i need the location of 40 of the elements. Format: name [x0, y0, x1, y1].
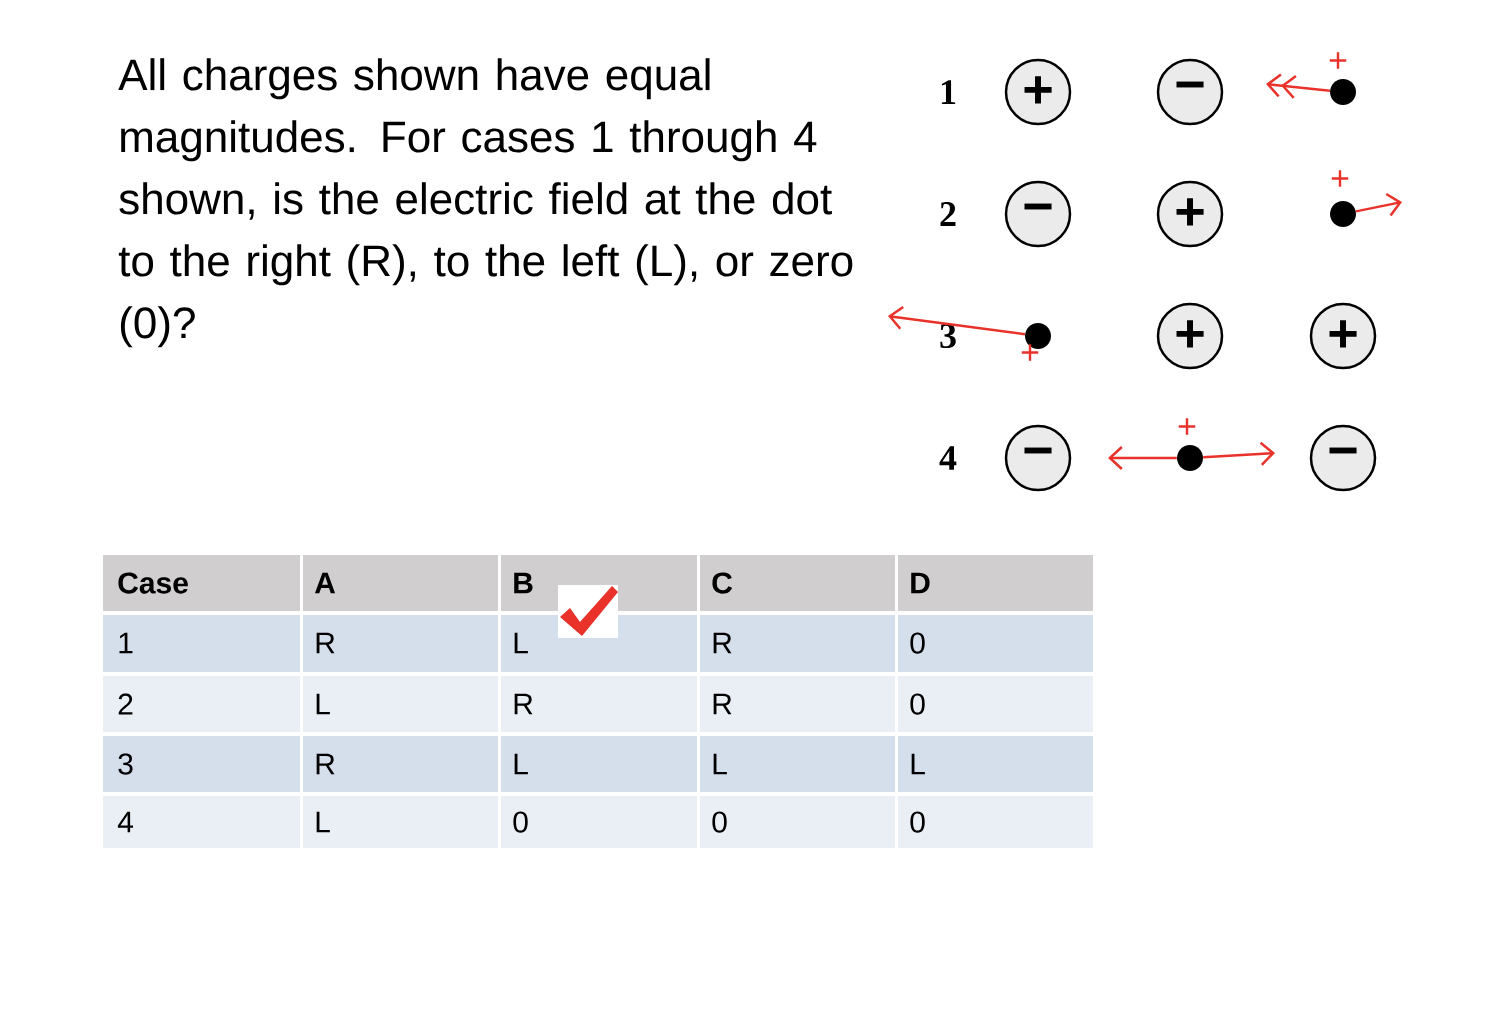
table-cell: 2	[103, 676, 300, 732]
table-cell: 4	[103, 796, 300, 848]
table-cell: 0	[898, 796, 1093, 848]
table-header-cell: C	[700, 555, 895, 611]
field-arrow	[888, 305, 1026, 336]
plus-mark: +	[1331, 170, 1349, 187]
dot	[1330, 201, 1356, 227]
field-arrow	[1266, 73, 1330, 99]
case-number: 2	[940, 202, 956, 226]
table-cell: 3	[103, 736, 300, 792]
field-arrow	[1203, 441, 1275, 466]
table-cell: R	[501, 676, 697, 732]
table-cell: R	[700, 676, 895, 732]
table-cell: L	[501, 736, 697, 792]
table-header-cell: Case	[103, 555, 300, 611]
table-cell: 1	[103, 615, 300, 672]
case-number: 1	[941, 80, 956, 104]
table-cell: 0	[898, 615, 1093, 672]
dot	[1177, 445, 1203, 471]
table-cell: L	[303, 676, 498, 732]
table-header-cell: D	[898, 555, 1093, 611]
plus-mark: +	[1021, 344, 1039, 361]
field-arrow	[1108, 446, 1177, 470]
table-cell: 0	[501, 796, 697, 848]
table-cell: L	[700, 736, 895, 792]
table-cell: R	[303, 736, 498, 792]
case-number: 3	[940, 323, 956, 349]
table-cell: R	[303, 615, 498, 672]
table-cell: L	[898, 736, 1093, 792]
question-text: All charges shown have equal magnitudes. For cases 1 through 4 shown, is the electric field at the dot to the right (R), to the left (L), or zero (0)?	[118, 58, 853, 348]
plus-mark: +	[1329, 52, 1347, 69]
case-number: 4	[939, 446, 957, 470]
field-arrow	[1355, 192, 1402, 217]
table-cell: R	[700, 615, 895, 672]
table-cell: 0	[898, 676, 1093, 732]
table-cell: 0	[700, 796, 895, 848]
dot	[1330, 79, 1356, 105]
table-header-cell: A	[303, 555, 498, 611]
plus-mark: +	[1178, 418, 1196, 435]
table-cell: L	[303, 796, 498, 848]
